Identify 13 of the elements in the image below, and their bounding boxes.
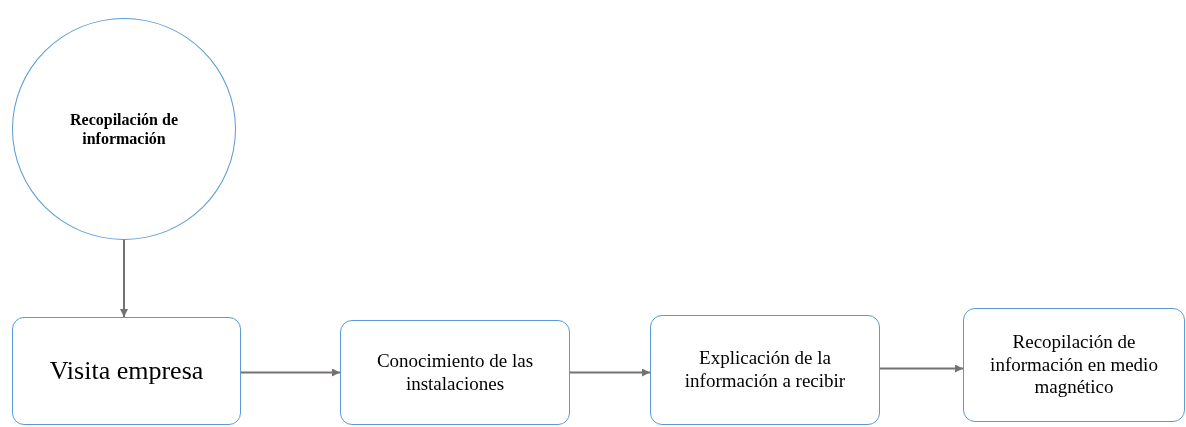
arrow: [120, 239, 128, 318]
arrow: [240, 368, 341, 377]
process-box: [650, 315, 880, 425]
node-label: Visita empresa: [49, 355, 204, 387]
process-box: [963, 308, 1185, 422]
arrow: [569, 368, 651, 377]
node-label: Explicación de la información a recibir: [683, 347, 847, 393]
node-label: Conocimiento de las instalaciones: [375, 349, 535, 396]
process-box: [340, 320, 570, 425]
process-box: [12, 317, 241, 425]
arrow: [879, 364, 964, 373]
node-label: Recopilación de información en medio magnético: [989, 330, 1159, 400]
node-label: Recopilación de información: [69, 109, 179, 149]
